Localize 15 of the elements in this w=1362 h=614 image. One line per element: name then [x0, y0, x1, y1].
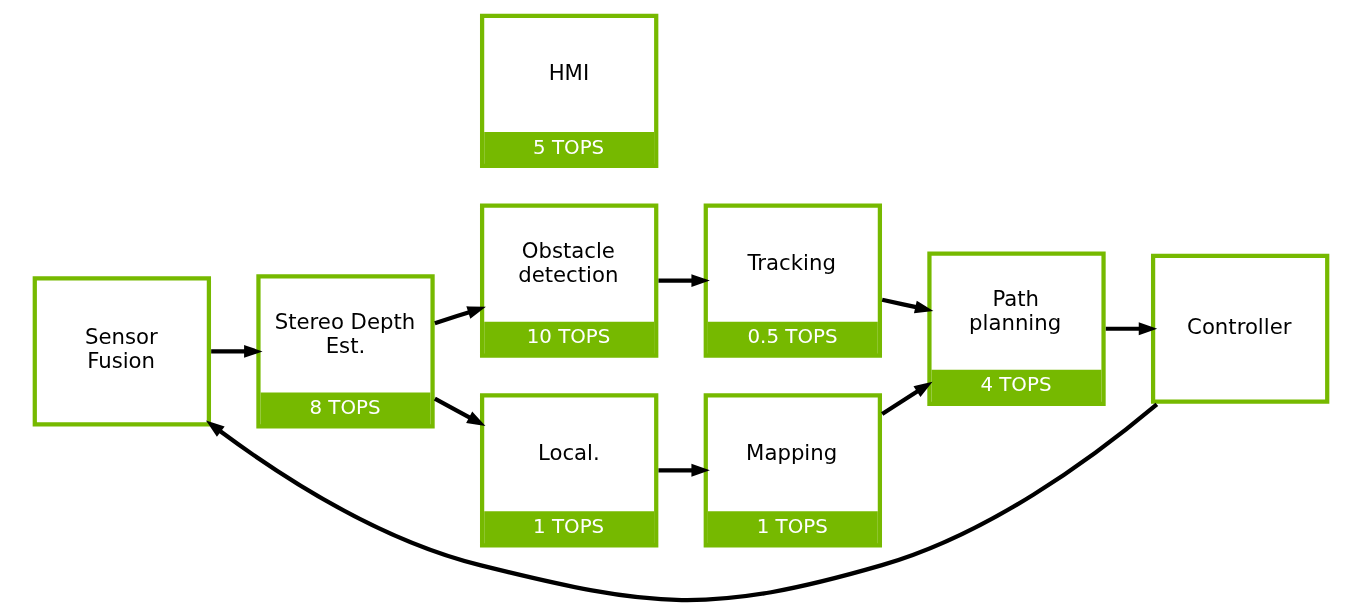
node-box: Mapping 1 TOPS: [703, 393, 882, 548]
arrow: [881, 381, 933, 416]
arrow: [658, 463, 710, 477]
arrow: [211, 344, 263, 358]
node-box: Sensor Fusion: [32, 276, 212, 427]
node-box: HMI 5 TOPS: [480, 13, 659, 169]
arrow: [881, 297, 934, 314]
node-box: Local. 1 TOPS: [480, 393, 659, 548]
node-box: Stereo Depth Est. 8 TOPS: [256, 274, 435, 429]
arrow: [433, 396, 486, 426]
arrow: [1105, 322, 1158, 336]
arrow: [206, 402, 1159, 602]
arrow: [434, 306, 486, 326]
arrow: [658, 274, 710, 288]
node-box: Controller: [1150, 253, 1330, 404]
